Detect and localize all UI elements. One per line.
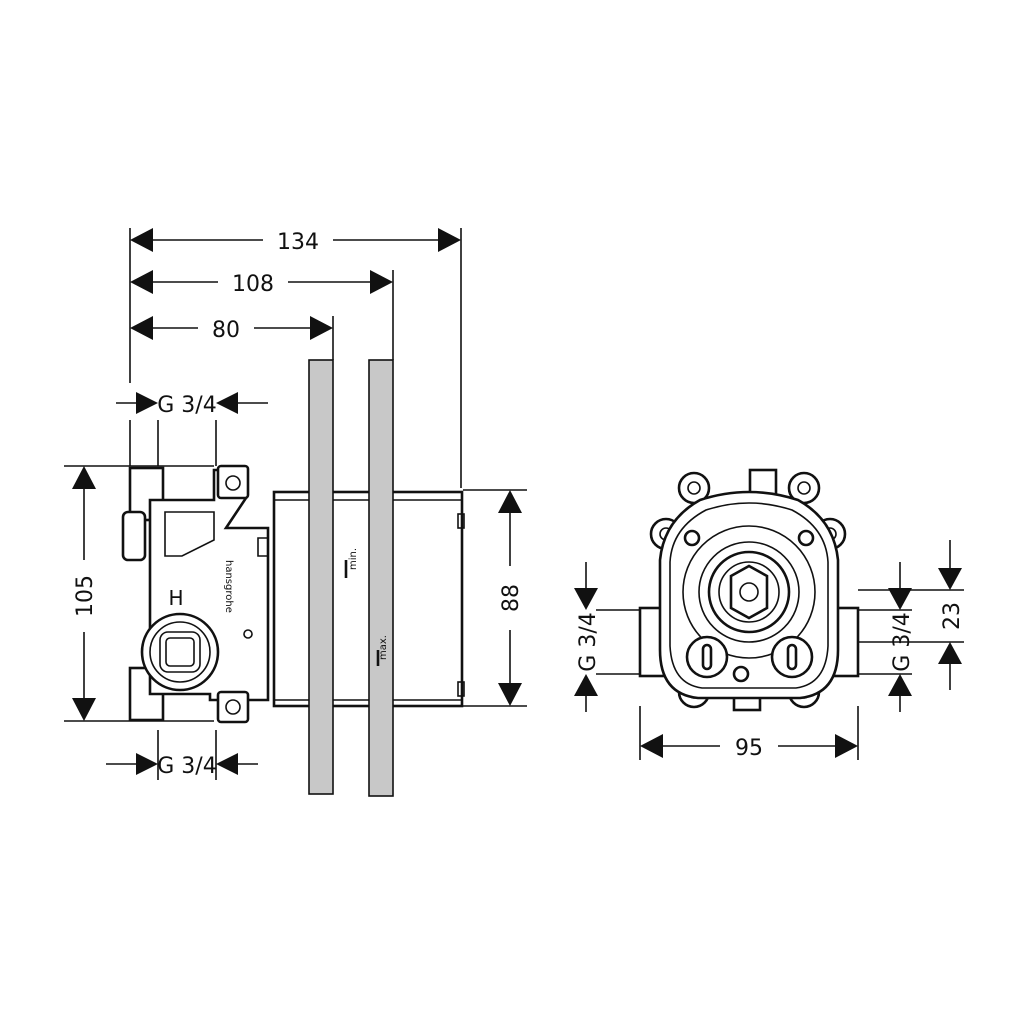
dimension-95: 95 bbox=[640, 734, 858, 761]
max-marker: max. bbox=[376, 635, 389, 666]
thread-top-label: G 3/4 bbox=[157, 393, 216, 418]
min-marker: min. bbox=[344, 548, 359, 578]
thread-left-dimension: G 3/4 bbox=[574, 562, 601, 712]
thread-bottom-dimension: G 3/4 bbox=[106, 753, 258, 779]
wall-min bbox=[308, 359, 334, 795]
hot-mark: H bbox=[168, 586, 183, 610]
wall-max bbox=[368, 359, 394, 797]
dimension-108: 108 bbox=[130, 270, 393, 297]
dimension-134: 134 bbox=[130, 228, 461, 255]
thread-bottom-label: G 3/4 bbox=[157, 754, 216, 779]
dimension-88-label: 88 bbox=[499, 584, 524, 612]
thread-right-dimension: G 3/4 bbox=[888, 562, 915, 712]
dimension-23-label: 23 bbox=[940, 602, 965, 630]
dimension-134-label: 134 bbox=[277, 230, 319, 255]
dimension-108-label: 108 bbox=[232, 272, 274, 297]
cover-sleeve bbox=[272, 490, 465, 708]
dimension-80: 80 bbox=[130, 316, 333, 343]
thread-right-label: G 3/4 bbox=[890, 612, 915, 671]
brand-label: hansgrohe bbox=[223, 560, 234, 613]
min-label: min. bbox=[348, 548, 359, 570]
dimension-105-label: 105 bbox=[73, 575, 98, 617]
dimension-88: 88 bbox=[498, 490, 524, 706]
dimension-80-label: 80 bbox=[212, 318, 240, 343]
front-view: G 3/4 G 3/4 23 95 bbox=[574, 468, 965, 761]
dimension-95-label: 95 bbox=[735, 736, 763, 761]
thread-top-dimension: G 3/4 bbox=[116, 392, 268, 418]
thread-left-label: G 3/4 bbox=[576, 612, 601, 671]
dimension-105: 105 bbox=[72, 466, 98, 721]
valve-body-side: H hansgrohe bbox=[121, 464, 270, 724]
valve-body-front bbox=[638, 468, 860, 712]
dimension-23: 23 bbox=[938, 540, 965, 690]
max-label: max. bbox=[378, 635, 389, 660]
side-view: 134 108 80 G 3/4 bbox=[64, 228, 527, 797]
